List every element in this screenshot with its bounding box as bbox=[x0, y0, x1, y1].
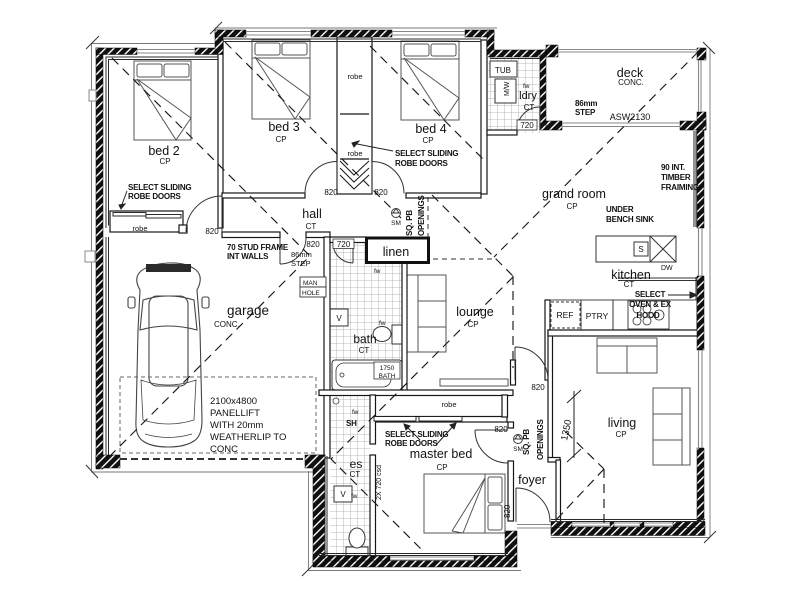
svg-text:SQ. PB: SQ. PB bbox=[522, 429, 531, 455]
svg-text:bed 2: bed 2 bbox=[148, 144, 179, 158]
svg-text:OPENINGS: OPENINGS bbox=[536, 419, 545, 460]
svg-text:820: 820 bbox=[306, 240, 320, 249]
svg-text:720: 720 bbox=[520, 121, 534, 130]
svg-text:720: 720 bbox=[337, 240, 351, 249]
svg-text:CT: CT bbox=[359, 346, 370, 355]
svg-text:linen: linen bbox=[383, 245, 409, 259]
svg-text:bed 3: bed 3 bbox=[268, 120, 299, 134]
svg-text:CP: CP bbox=[566, 202, 577, 211]
svg-text:foyer: foyer bbox=[518, 473, 546, 487]
svg-text:fw: fw bbox=[351, 493, 358, 500]
svg-text:V: V bbox=[336, 314, 342, 323]
svg-text:70 STUD FRAME: 70 STUD FRAME bbox=[227, 243, 289, 252]
svg-text:CP: CP bbox=[159, 157, 170, 166]
svg-text:bed 4: bed 4 bbox=[415, 122, 446, 136]
svg-text:820: 820 bbox=[531, 383, 545, 392]
svg-text:robe: robe bbox=[441, 400, 456, 409]
svg-text:fw: fw bbox=[374, 268, 381, 275]
svg-text:deck: deck bbox=[617, 66, 644, 80]
svg-text:SM: SM bbox=[513, 446, 523, 453]
svg-text:robe: robe bbox=[347, 149, 362, 158]
svg-text:CT: CT bbox=[624, 280, 635, 289]
svg-text:grand room: grand room bbox=[542, 187, 606, 201]
svg-text:ROBE DOORS: ROBE DOORS bbox=[128, 192, 182, 201]
svg-text:STEP: STEP bbox=[291, 259, 311, 268]
svg-text:CONC.: CONC. bbox=[618, 78, 644, 87]
svg-text:SM: SM bbox=[391, 220, 401, 227]
svg-text:WITH 20mm: WITH 20mm bbox=[210, 420, 263, 431]
svg-text:garage: garage bbox=[227, 303, 269, 318]
svg-text:CT: CT bbox=[524, 103, 535, 112]
svg-text:S: S bbox=[638, 245, 643, 254]
svg-text:robe: robe bbox=[132, 224, 147, 233]
svg-text:kitchen: kitchen bbox=[611, 268, 651, 282]
svg-text:SELECT SLIDING: SELECT SLIDING bbox=[128, 183, 191, 192]
svg-text:fw: fw bbox=[352, 409, 359, 416]
svg-text:TUB: TUB bbox=[495, 66, 511, 75]
svg-text:820: 820 bbox=[324, 188, 338, 197]
svg-text:living: living bbox=[608, 416, 637, 430]
svg-text:fw: fw bbox=[523, 83, 530, 90]
svg-text:820: 820 bbox=[374, 188, 388, 197]
svg-text:V: V bbox=[340, 490, 346, 499]
svg-text:CT: CT bbox=[350, 470, 361, 479]
svg-text:FRAIMING: FRAIMING bbox=[661, 183, 699, 192]
svg-text:DW: DW bbox=[661, 265, 673, 272]
svg-text:CONC: CONC bbox=[210, 444, 238, 455]
svg-text:ldry: ldry bbox=[519, 90, 537, 102]
svg-text:WEATHERLIP TO: WEATHERLIP TO bbox=[210, 432, 286, 443]
svg-text:BENCH SINK: BENCH SINK bbox=[606, 215, 654, 224]
svg-text:SH: SH bbox=[346, 419, 357, 428]
svg-text:820: 820 bbox=[205, 227, 219, 236]
svg-text:2X 720 csd: 2X 720 csd bbox=[376, 465, 383, 500]
svg-text:master bed: master bed bbox=[410, 447, 473, 461]
svg-text:BATH: BATH bbox=[379, 373, 396, 380]
svg-text:CP: CP bbox=[436, 463, 447, 472]
svg-text:M/W: M/W bbox=[504, 81, 511, 96]
svg-text:1750: 1750 bbox=[380, 365, 395, 372]
svg-text:hall: hall bbox=[302, 207, 321, 221]
svg-text:bath: bath bbox=[353, 332, 376, 346]
svg-text:86mm: 86mm bbox=[575, 99, 597, 108]
svg-text:HOOD: HOOD bbox=[636, 311, 660, 320]
svg-text:es: es bbox=[350, 457, 363, 471]
svg-text:86mm: 86mm bbox=[291, 250, 312, 259]
svg-text:PTRY: PTRY bbox=[586, 311, 609, 321]
svg-text:TIMBER: TIMBER bbox=[661, 173, 691, 182]
svg-text:INT WALLS: INT WALLS bbox=[227, 252, 269, 261]
svg-text:CP: CP bbox=[275, 135, 286, 144]
svg-text:SELECT SLIDING: SELECT SLIDING bbox=[385, 430, 448, 439]
svg-text:lounge: lounge bbox=[456, 305, 494, 319]
svg-text:CP: CP bbox=[422, 136, 433, 145]
svg-text:ROBE DOORS: ROBE DOORS bbox=[385, 439, 439, 448]
svg-text:REF: REF bbox=[557, 310, 574, 320]
svg-text:SELECT: SELECT bbox=[635, 290, 666, 299]
svg-text:1350: 1350 bbox=[559, 419, 574, 442]
svg-text:UNDER: UNDER bbox=[606, 205, 634, 214]
svg-text:ASW2130: ASW2130 bbox=[610, 112, 651, 122]
svg-text:robe: robe bbox=[347, 72, 362, 81]
svg-text:CONC.: CONC. bbox=[214, 320, 240, 329]
svg-text:90 INT.: 90 INT. bbox=[661, 163, 685, 172]
svg-text:PANELLIFT: PANELLIFT bbox=[210, 408, 260, 419]
svg-text:OVEN & EX: OVEN & EX bbox=[629, 300, 672, 309]
svg-text:CP: CP bbox=[615, 430, 626, 439]
svg-text:HOLE: HOLE bbox=[302, 290, 320, 297]
svg-text:2100x4800: 2100x4800 bbox=[210, 396, 257, 407]
svg-text:CP: CP bbox=[467, 320, 478, 329]
svg-text:MAN: MAN bbox=[303, 280, 318, 287]
svg-text:820: 820 bbox=[494, 425, 508, 434]
svg-text:SQ. PB: SQ. PB bbox=[405, 210, 414, 236]
svg-text:CT: CT bbox=[306, 222, 317, 231]
svg-text:OPENINGS: OPENINGS bbox=[417, 195, 426, 236]
svg-text:SELECT SLIDING: SELECT SLIDING bbox=[395, 149, 458, 158]
svg-text:STEP: STEP bbox=[575, 108, 596, 117]
svg-text:fw: fw bbox=[379, 320, 386, 327]
svg-text:ROBE DOORS: ROBE DOORS bbox=[395, 159, 449, 168]
svg-text:820: 820 bbox=[503, 504, 512, 518]
